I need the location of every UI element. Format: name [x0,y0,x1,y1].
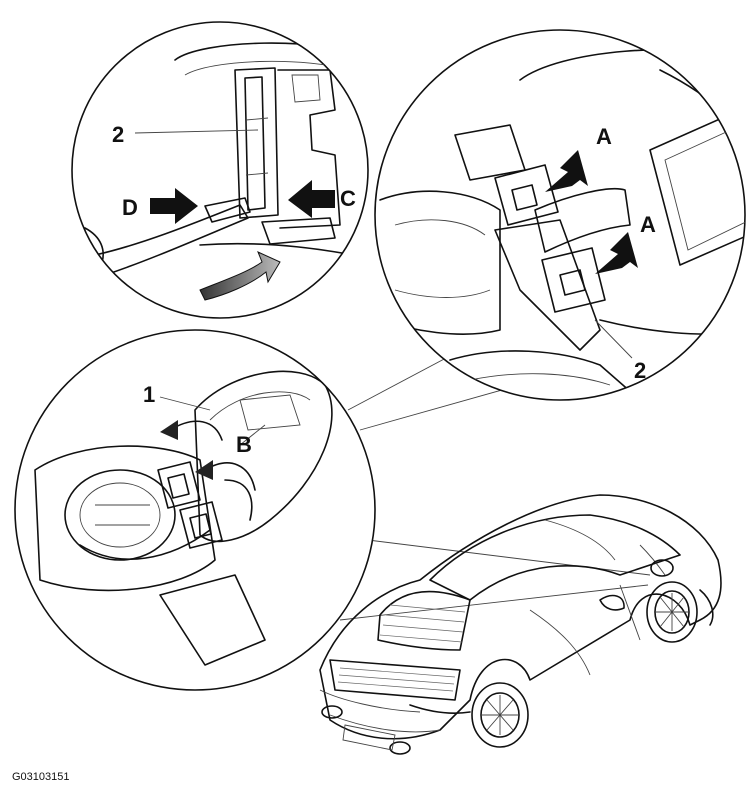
callout-d: D [122,195,138,220]
callout-2-right: 2 [634,358,646,383]
figure-reference: G03103151 [12,771,70,783]
rear-window-hatch [379,604,466,643]
car-overview [319,494,722,755]
callout-c: C [340,186,356,211]
rear-wheel [471,682,529,748]
spoiler-grille [337,667,456,692]
front-wheel [646,581,698,643]
callout-a-upper: A [596,124,612,149]
callout-1: 1 [143,382,155,407]
detail-view-lock-release: 2 D C [71,21,369,319]
callout-b: B [236,432,252,457]
callout-2-top: 2 [112,122,124,147]
detail-view-fuel-flap: 1 B [14,329,376,691]
callout-a-lower: A [640,212,656,237]
detail-view-retaining-tabs: A A 2 [374,29,746,401]
